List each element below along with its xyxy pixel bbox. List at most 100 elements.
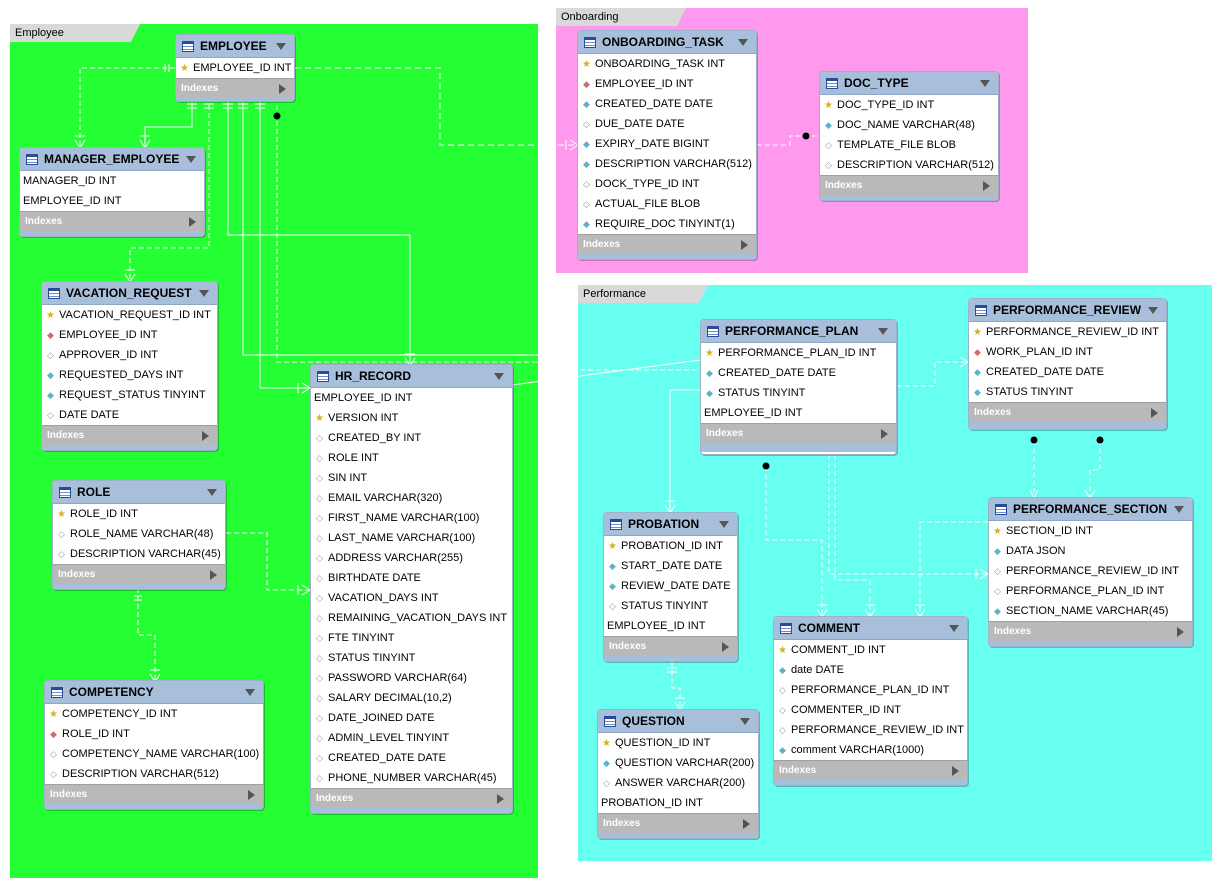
- column-row[interactable]: ◆CREATED_DATE DATE: [578, 94, 756, 114]
- indexes-section[interactable]: Indexes: [176, 78, 294, 98]
- column-row[interactable]: ◇FTE TINYINT: [311, 628, 512, 648]
- table-header[interactable]: QUESTION: [598, 710, 758, 733]
- chevron-down-icon[interactable]: [276, 42, 286, 50]
- column-row[interactable]: ★COMMENT_ID INT: [774, 640, 967, 660]
- column-row[interactable]: ◆REQUESTED_DAYS INT: [42, 365, 217, 385]
- indexes-section[interactable]: Indexes: [42, 425, 217, 445]
- column-row[interactable]: ◇ROLE_NAME VARCHAR(48): [53, 524, 225, 544]
- column-row[interactable]: ◇COMMENTER_ID INT: [774, 700, 967, 720]
- column-row[interactable]: ◇PERFORMANCE_REVIEW_ID INT: [989, 561, 1192, 581]
- chevron-right-icon[interactable]: [202, 430, 209, 441]
- table-header[interactable]: ROLE: [53, 481, 225, 504]
- table-header[interactable]: HR_RECORD: [311, 365, 512, 388]
- chevron-down-icon[interactable]: [878, 327, 888, 335]
- indexes-section[interactable]: Indexes: [604, 636, 737, 656]
- table-header[interactable]: COMMENT: [774, 617, 967, 640]
- column-row[interactable]: ◆comment VARCHAR(1000): [774, 740, 967, 760]
- column-row[interactable]: ◇ACTUAL_FILE BLOB: [578, 194, 756, 214]
- column-row[interactable]: ◇PHONE_NUMBER VARCHAR(45): [311, 768, 512, 788]
- column-row[interactable]: ◇VACATION_DAYS INT: [311, 588, 512, 608]
- chevron-down-icon[interactable]: [207, 488, 217, 496]
- table-performance-review[interactable]: PERFORMANCE_REVIEW★PERFORMANCE_REVIEW_ID…: [968, 298, 1167, 430]
- chevron-right-icon[interactable]: [743, 818, 750, 829]
- indexes-section[interactable]: Indexes: [774, 760, 967, 780]
- chevron-down-icon[interactable]: [1148, 306, 1158, 314]
- indexes-section[interactable]: Indexes: [311, 788, 512, 808]
- column-row[interactable]: ◆CREATED_DATE DATE: [969, 362, 1166, 382]
- column-row[interactable]: ◇DOCK_TYPE_ID INT: [578, 174, 756, 194]
- chevron-down-icon[interactable]: [494, 372, 504, 380]
- column-row[interactable]: ◇SALARY DECIMAL(10,2): [311, 688, 512, 708]
- column-row[interactable]: ◆EMPLOYEE_ID INT: [42, 325, 217, 345]
- column-row[interactable]: ◇PERFORMANCE_PLAN_ID INT: [989, 581, 1192, 601]
- column-row[interactable]: ◆date DATE: [774, 660, 967, 680]
- column-row[interactable]: ◇DESCRIPTION VARCHAR(512): [820, 155, 998, 175]
- column-row[interactable]: ◇DATE_JOINED DATE: [311, 708, 512, 728]
- table-header[interactable]: ONBOARDING_TASK: [578, 31, 756, 54]
- column-row[interactable]: ◆DOC_NAME VARCHAR(48): [820, 115, 998, 135]
- chevron-right-icon[interactable]: [952, 765, 959, 776]
- column-row[interactable]: ◇SIN INT: [311, 468, 512, 488]
- column-row[interactable]: ◇DESCRIPTION VARCHAR(45): [53, 544, 225, 564]
- column-row[interactable]: ◇STATUS TINYINT: [311, 648, 512, 668]
- indexes-section[interactable]: Indexes: [969, 402, 1166, 422]
- column-row[interactable]: ◇DESCRIPTION VARCHAR(512): [45, 764, 263, 784]
- table-vacation-request[interactable]: VACATION_REQUEST★VACATION_REQUEST_ID INT…: [41, 281, 218, 451]
- chevron-right-icon[interactable]: [189, 216, 196, 227]
- table-question[interactable]: QUESTION★QUESTION_ID INT◆QUESTION VARCHA…: [597, 709, 759, 839]
- indexes-section[interactable]: Indexes: [20, 211, 204, 231]
- table-header[interactable]: VACATION_REQUEST: [42, 282, 217, 305]
- chevron-right-icon[interactable]: [1151, 407, 1158, 418]
- chevron-down-icon[interactable]: [719, 520, 729, 528]
- column-row[interactable]: ★COMPETENCY_ID INT: [45, 704, 263, 724]
- chevron-down-icon[interactable]: [1174, 505, 1184, 513]
- column-row[interactable]: ◆SECTION_NAME VARCHAR(45): [989, 601, 1192, 621]
- chevron-right-icon[interactable]: [279, 83, 286, 94]
- table-performance-plan[interactable]: PERFORMANCE_PLAN★PERFORMANCE_PLAN_ID INT…: [700, 319, 897, 455]
- chevron-down-icon[interactable]: [949, 624, 959, 632]
- column-row[interactable]: ◆REQUEST_STATUS TINYINT: [42, 385, 217, 405]
- column-row[interactable]: ★VERSION INT: [311, 408, 512, 428]
- column-row[interactable]: MANAGER_ID INT: [20, 171, 204, 191]
- column-row[interactable]: ◆ROLE_ID INT: [45, 724, 263, 744]
- column-row[interactable]: ◇REMAINING_VACATION_DAYS INT: [311, 608, 512, 628]
- chevron-down-icon[interactable]: [738, 38, 748, 46]
- table-competency[interactable]: COMPETENCY★COMPETENCY_ID INT◆ROLE_ID INT…: [44, 680, 264, 810]
- table-probation[interactable]: PROBATION★PROBATION_ID INT◆START_DATE DA…: [603, 512, 738, 662]
- column-row[interactable]: ◆EMPLOYEE_ID INT: [578, 74, 756, 94]
- column-row[interactable]: ★VACATION_REQUEST_ID INT: [42, 305, 217, 325]
- table-header[interactable]: PERFORMANCE_SECTION: [989, 498, 1192, 521]
- column-row[interactable]: ★ONBOARDING_TASK INT: [578, 54, 756, 74]
- table-comment[interactable]: COMMENT★COMMENT_ID INT◆date DATE◇PERFORM…: [773, 616, 968, 786]
- column-row[interactable]: ◇PASSWORD VARCHAR(64): [311, 668, 512, 688]
- chevron-down-icon[interactable]: [199, 289, 209, 297]
- chevron-right-icon[interactable]: [1177, 626, 1184, 637]
- column-row[interactable]: ★PROBATION_ID INT: [604, 536, 737, 556]
- column-row[interactable]: ◇STATUS TINYINT: [604, 596, 737, 616]
- column-row[interactable]: PROBATION_ID INT: [598, 793, 758, 813]
- indexes-section[interactable]: Indexes: [578, 234, 756, 254]
- table-header[interactable]: MANAGER_EMPLOYEE: [20, 148, 204, 171]
- column-row[interactable]: ◆CREATED_DATE DATE: [701, 363, 896, 383]
- column-row[interactable]: ★SECTION_ID INT: [989, 521, 1192, 541]
- column-row[interactable]: ◇ADDRESS VARCHAR(255): [311, 548, 512, 568]
- column-row[interactable]: ◆START_DATE DATE: [604, 556, 737, 576]
- column-row[interactable]: ◇DATE DATE: [42, 405, 217, 425]
- column-row[interactable]: ◇DUE_DATE DATE: [578, 114, 756, 134]
- chevron-right-icon[interactable]: [722, 641, 729, 652]
- indexes-section[interactable]: Indexes: [598, 813, 758, 833]
- column-row[interactable]: ◇BIRTHDATE DATE: [311, 568, 512, 588]
- table-doc-type[interactable]: DOC_TYPE★DOC_TYPE_ID INT◆DOC_NAME VARCHA…: [819, 71, 999, 201]
- chevron-right-icon[interactable]: [881, 428, 888, 439]
- column-row[interactable]: ★QUESTION_ID INT: [598, 733, 758, 753]
- column-row[interactable]: ◆STATUS TINYINT: [969, 382, 1166, 402]
- indexes-section[interactable]: Indexes: [701, 423, 896, 443]
- column-row[interactable]: ◇CREATED_BY INT: [311, 428, 512, 448]
- column-row[interactable]: ◇TEMPLATE_FILE BLOB: [820, 135, 998, 155]
- indexes-section[interactable]: Indexes: [53, 564, 225, 584]
- column-row[interactable]: ◇PERFORMANCE_PLAN_ID INT: [774, 680, 967, 700]
- column-row[interactable]: ◆REQUIRE_DOC TINYINT(1): [578, 214, 756, 234]
